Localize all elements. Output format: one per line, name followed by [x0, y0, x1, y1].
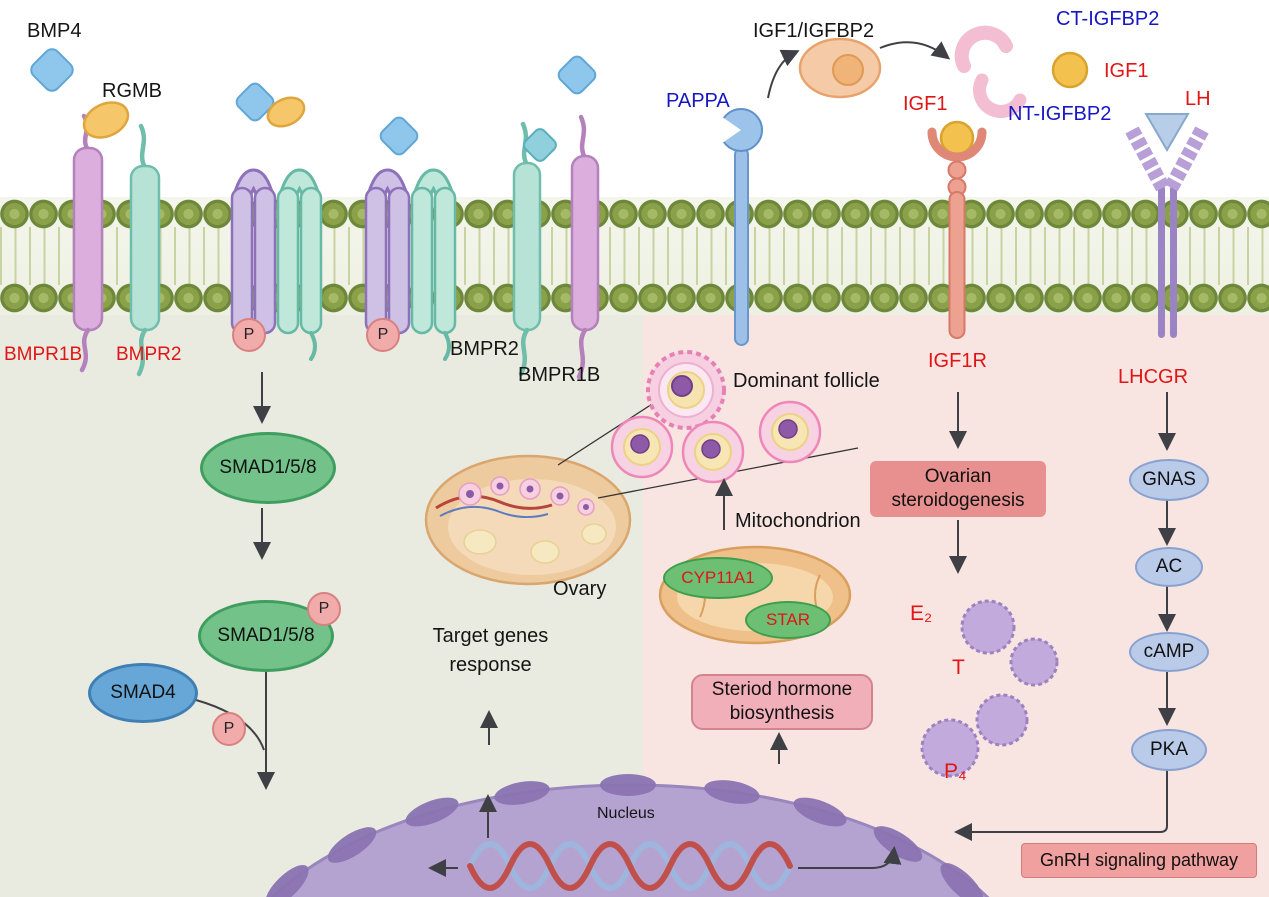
- rgmb-label: RGMB: [102, 80, 162, 102]
- ovary-follicle-dots: [458, 476, 607, 564]
- bmpr1b-left-label: BMPR1B: [4, 344, 83, 365]
- dna-helix: [467, 841, 793, 891]
- ovary-label: Ovary: [553, 578, 607, 600]
- lipid-heads-top: [0, 197, 1269, 231]
- pappa-label: PAPPA: [666, 90, 730, 112]
- camp-oval: cAMP: [1129, 632, 1209, 672]
- pka-oval: PKA: [1131, 729, 1207, 771]
- nucleus-shape: [265, 774, 990, 897]
- steroid-hormone-particles: [920, 599, 1059, 778]
- pathway-arrows: [195, 41, 1176, 877]
- bmp-receptor-complex-2: [364, 168, 457, 361]
- cyp11a1-oval: CYP11A1: [663, 557, 773, 599]
- bmpr2-receptor-right: [512, 121, 542, 377]
- lhcgr-receptor: [1125, 126, 1209, 338]
- smad4-oval: SMAD4: [88, 663, 198, 723]
- smad158-oval-1: SMAD1/5/8: [200, 432, 336, 504]
- bmp4-on-bmpr2-icon: [523, 128, 557, 162]
- nucleus-label: Nucleus: [597, 805, 655, 822]
- dominant-follicle-label: Dominant follicle: [733, 370, 880, 392]
- igf1r-label: IGF1R: [928, 350, 987, 372]
- ovary-blood-vessel-red: [435, 494, 553, 510]
- target-genes-text: Target genes response: [398, 622, 583, 680]
- bmpr1b-receptor-right: [570, 114, 600, 380]
- ovarian-steroidogenesis-box: Ovarian steroidogenesis: [870, 461, 1046, 517]
- bmp4-on-complex1-icon: [235, 82, 306, 128]
- nt-igfbp2-label: NT-IGFBP2: [1008, 103, 1112, 125]
- steroid-box-line2: biosynthesis: [729, 703, 835, 724]
- bmpr2-right-label: BMPR2: [450, 338, 519, 360]
- lipid-tails: [0, 227, 1269, 285]
- ovarian-steroidogenesis-line2: steroidogenesis: [891, 490, 1025, 511]
- igf1-bound-label: IGF1: [903, 93, 948, 115]
- igf1-igfbp2-label: IGF1/IGFBP2: [753, 20, 875, 42]
- mitochondrion-label: Mitochondrion: [735, 510, 861, 532]
- igf1-igfbp2-complex-icon: [798, 37, 882, 99]
- dominant-follicles: [610, 350, 822, 484]
- gnas-oval: GNAS: [1129, 459, 1209, 501]
- phospho-complex2: P: [366, 318, 400, 352]
- bmp4-free-top-icon: [557, 55, 597, 95]
- bmp4-ligand-icon: [30, 48, 74, 92]
- phospho-smad4: P: [212, 712, 246, 746]
- lhcgr-label: LHCGR: [1118, 366, 1189, 388]
- ct-igfbp2-label: CT-IGFBP2: [1056, 8, 1160, 30]
- ovarian-steroidogenesis-line1: Ovarian: [924, 466, 992, 488]
- gnrh-signaling-pathway-box: GnRH signaling pathway: [1021, 843, 1257, 878]
- bmp4-on-complex2-icon: [379, 116, 419, 156]
- bmpr1b-receptor-left: [72, 113, 104, 373]
- target-genes-line2: response: [449, 654, 532, 676]
- bmpr1b-right-label: BMPR1B: [518, 364, 601, 386]
- igf1-free-label: IGF1: [1104, 60, 1149, 82]
- e2-label: E₂: [910, 602, 933, 625]
- phospho-complex1: P: [232, 318, 266, 352]
- p4-label: P₄: [944, 760, 967, 783]
- lh-ligand-icon: [1144, 113, 1190, 152]
- pappa-enzyme: [718, 108, 763, 346]
- star-oval: STAR: [745, 601, 831, 639]
- steroid-box-line1: Steriod hormone: [711, 679, 853, 701]
- nt-igfbp2-fragment-icon: [973, 73, 1027, 118]
- ac-oval: AC: [1135, 547, 1203, 587]
- lh-label: LH: [1185, 88, 1211, 110]
- cell-membrane: [0, 197, 1269, 315]
- target-genes-line1: Target genes: [432, 625, 549, 647]
- phospho-smad158: P: [307, 592, 341, 626]
- bmpr2-left-label: BMPR2: [116, 344, 182, 365]
- t-label: T: [952, 656, 965, 679]
- ovary-blood-vessel-blue: [439, 505, 549, 518]
- igf1-free-icon: [1051, 51, 1089, 89]
- bmpr2-receptor-left: [129, 123, 161, 377]
- steroid-hormone-biosynthesis-box: Steriod hormone biosynthesis: [691, 674, 873, 730]
- nuclear-pores: [265, 774, 984, 897]
- smad158-oval-2: SMAD1/5/8: [198, 600, 334, 672]
- igf1r-receptor: [927, 120, 987, 339]
- rgmb-ligand-icon: [82, 101, 130, 139]
- pacman-mouth: [718, 114, 741, 146]
- ovary-illustration: [424, 372, 859, 586]
- ct-igfbp2-fragment-icon: [954, 25, 1013, 73]
- extracellular-background: [0, 0, 1269, 197]
- lipid-heads-bottom: [0, 281, 1269, 315]
- bmp4-label: BMP4: [27, 20, 82, 42]
